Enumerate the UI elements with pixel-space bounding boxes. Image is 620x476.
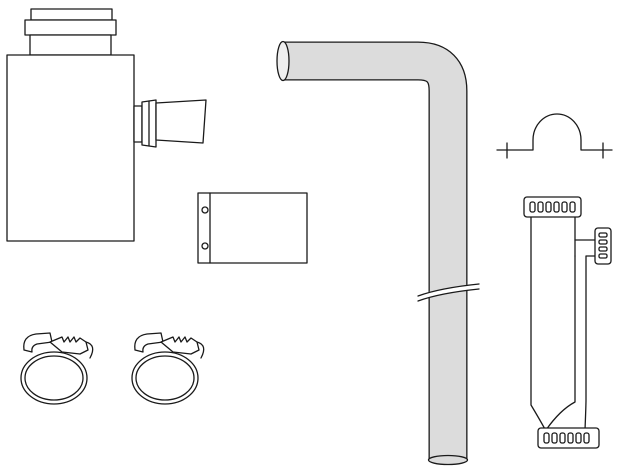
trap-body — [530, 212, 598, 432]
cover-plate-screw-top — [201, 206, 209, 214]
hose-clip-right-band-inner — [135, 355, 195, 401]
housing-body — [6, 54, 135, 242]
hose-clip-left-band-inner — [24, 355, 84, 401]
drain-hose-body — [283, 42, 467, 460]
housing-spigot-socket — [133, 105, 143, 143]
drain-hose-break-gap — [417, 283, 480, 301]
drain-hose-break-line-2 — [417, 288, 480, 302]
hose-clip-left — [20, 332, 94, 405]
cover-plate-screw-bottom — [201, 242, 209, 250]
hose-clip-left-teeth — [49, 336, 89, 355]
hose-clip-left-band-outer — [20, 351, 88, 405]
drain-hose-bottom-end — [427, 454, 469, 466]
drain-hose — [276, 40, 480, 466]
housing-collar-ring — [24, 19, 117, 36]
hose-clip-right-teeth — [160, 336, 200, 355]
housing-collar-base — [29, 34, 112, 56]
pipe-bracket — [496, 113, 613, 159]
drain-hose-break-line-1 — [417, 283, 480, 297]
cover-plate-body — [197, 192, 308, 264]
trap-top-nut — [523, 196, 582, 218]
housing-spigot-pipe — [155, 99, 207, 144]
condensate-trap — [523, 196, 612, 449]
hose-clip-left-tab — [23, 332, 53, 353]
adapter-housing — [6, 8, 207, 242]
hose-clip-left-hook — [85, 341, 94, 359]
trap-inner-seam — [545, 255, 576, 431]
hose-clip-right-band-outer — [131, 351, 199, 405]
hose-clip-right-tab — [134, 332, 164, 353]
access-cover-plate — [197, 192, 308, 264]
drain-hose-top-end — [276, 40, 290, 82]
hose-clip-right — [131, 332, 205, 405]
hose-clip-right-hook — [196, 341, 205, 359]
pipe-bracket-strap — [496, 113, 613, 151]
housing-top-cap — [30, 8, 113, 21]
